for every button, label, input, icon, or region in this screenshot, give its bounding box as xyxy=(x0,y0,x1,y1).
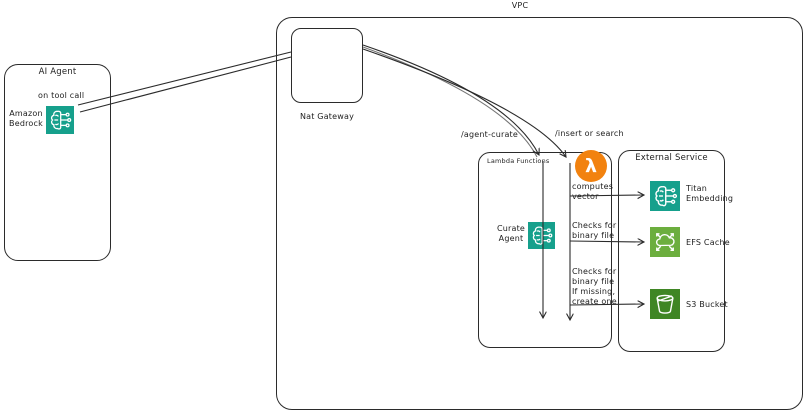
s3-bucket-label: S3 Bucket xyxy=(686,300,728,309)
route-agent-curate-label: /agent-curate xyxy=(461,130,519,139)
curate-agent-icon brain-circuit-icon xyxy=(528,222,555,249)
amazon-bedrock-icon brain-circuit-icon xyxy=(46,106,74,134)
checks-binary-label: Checks for binary file xyxy=(572,221,617,240)
efs-cache-label: EFS Cache xyxy=(686,238,730,247)
external-service-box: External Service xyxy=(618,150,725,352)
vpc-label: VPC xyxy=(511,1,529,10)
titan-embedding-label: Titan Embedding xyxy=(686,184,734,203)
external-service-title: External Service xyxy=(635,153,708,163)
computes-vector-label: computes vector xyxy=(572,182,614,201)
ai-agent-title: AI Agent xyxy=(38,67,77,77)
titan-embedding-icon brain-circuit-icon xyxy=(650,181,680,211)
vpc-box xyxy=(276,17,803,410)
efs-cache-icon cloud-scale-icon xyxy=(650,227,680,257)
nat-gateway-label: Nat Gateway xyxy=(299,112,355,121)
s3-bucket-icon bucket-icon xyxy=(650,289,680,319)
on-tool-call-label: on tool call xyxy=(38,91,85,100)
amazon-bedrock-label: Amazon Bedrock xyxy=(9,109,43,128)
ai-agent-box: AI Agent xyxy=(4,64,111,261)
lambda-icon: λ xyxy=(575,150,607,182)
arrow-bedrock-to-nat-stroke2 xyxy=(79,56,292,113)
curate-agent-label: Curate Agent xyxy=(496,224,526,243)
nat-gateway-box xyxy=(291,28,363,103)
lambda-functions-title: Lambda Functions xyxy=(487,157,550,165)
checks-missing-label: Checks for binary file If missing, creat… xyxy=(572,267,617,306)
route-insert-or-search-label: /insert or search xyxy=(555,129,624,138)
